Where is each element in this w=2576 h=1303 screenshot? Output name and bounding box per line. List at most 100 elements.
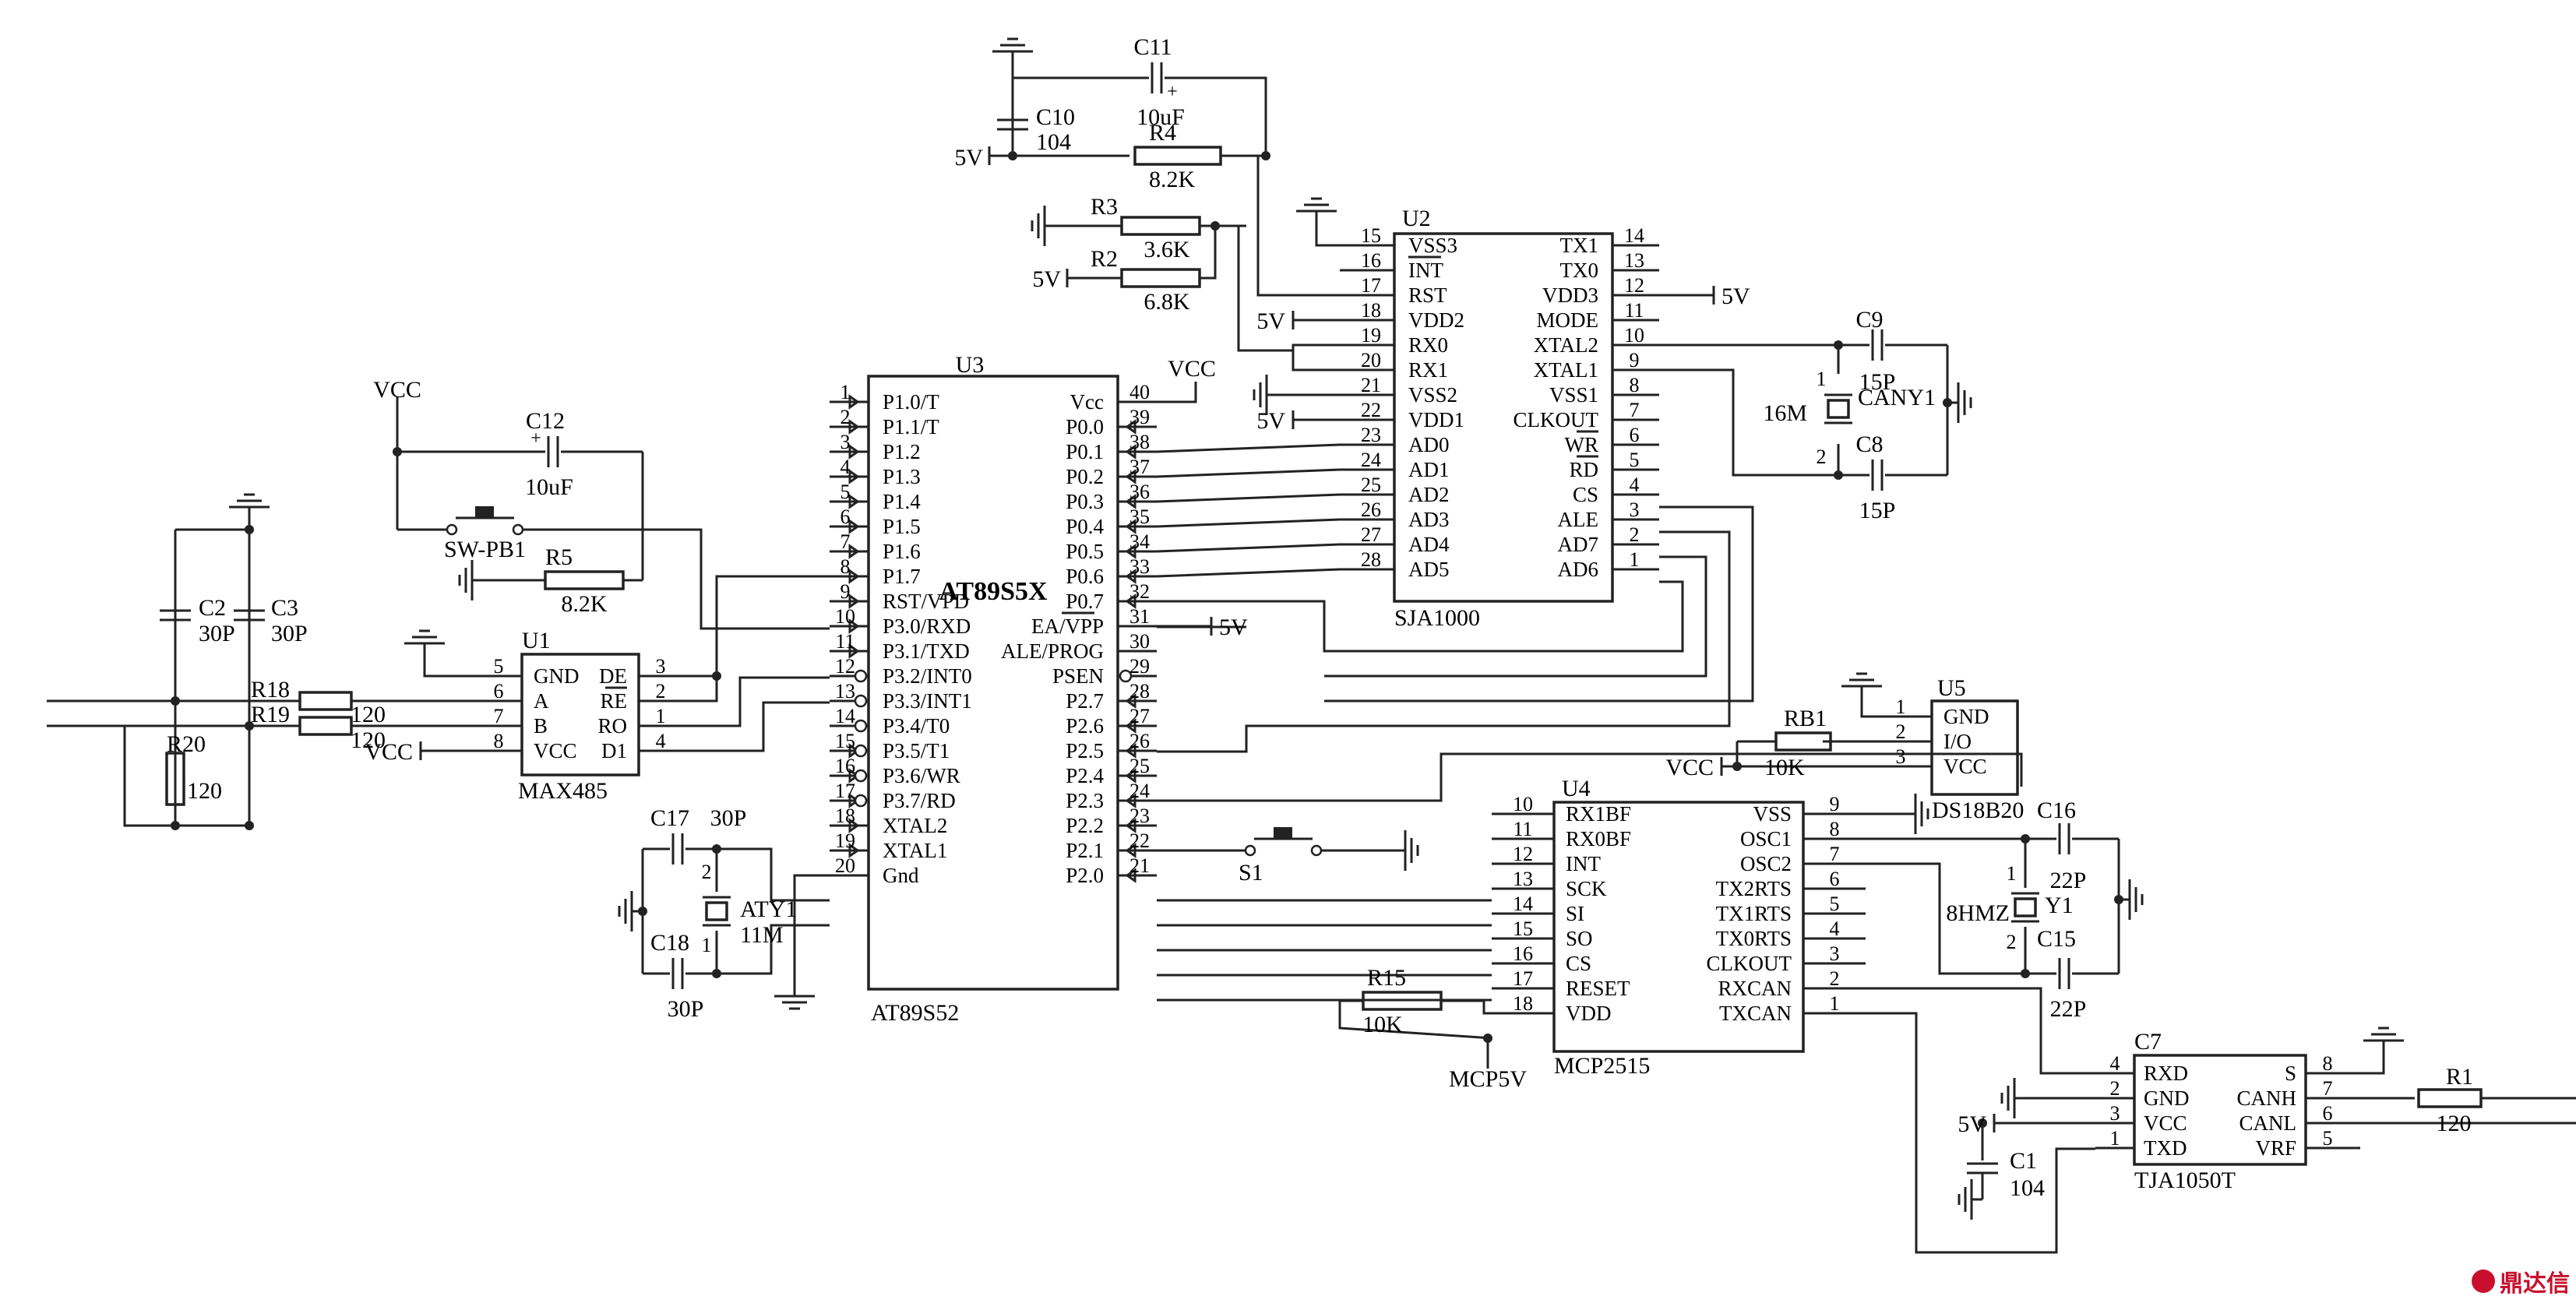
pin-name: AD6 — [1558, 558, 1599, 581]
ic-u1-body — [520, 653, 640, 777]
pin-number: 2 — [2007, 931, 2017, 953]
pin-arrow-icon — [848, 843, 860, 858]
switch-icon — [475, 506, 494, 517]
pin-name: Gnd — [883, 864, 919, 887]
label-c9: C9 — [1855, 307, 1883, 333]
pin-number: 5 — [1830, 893, 1840, 915]
pin-name: P1.2 — [883, 440, 921, 463]
pin-name: P2.5 — [1066, 739, 1104, 762]
pin-number: 6 — [1830, 868, 1840, 890]
pin-name: SCK — [1566, 877, 1607, 900]
r2-wire — [1200, 226, 1217, 280]
ic-ref: U4 — [1562, 776, 1591, 801]
ad-bus-wire — [1156, 493, 1341, 503]
pin-name: CS — [1573, 483, 1598, 506]
di-wire — [685, 701, 830, 752]
gnd-wire — [423, 654, 475, 678]
pin-number: 39 — [1129, 406, 1150, 428]
label-r20-value: 120 — [187, 778, 222, 804]
label-c3-value: 30P — [271, 621, 308, 646]
rst-wire — [522, 528, 830, 630]
pin-name: RO — [597, 714, 627, 738]
pin-name: P2.1 — [1066, 839, 1104, 862]
ic-name: MAX485 — [518, 778, 608, 804]
pin-arrow-icon — [848, 419, 860, 435]
pin-arrow-icon — [1125, 593, 1136, 609]
resistor-icon — [544, 570, 625, 590]
pin-number: 12 — [835, 655, 855, 678]
pin-name: VSS1 — [1549, 383, 1598, 407]
resistor-icon — [165, 752, 185, 806]
pin-bubble-icon — [854, 794, 868, 808]
p27-wire — [1157, 752, 2023, 802]
ic-c7-body — [2133, 1054, 2307, 1166]
label-r15: R15 — [1367, 965, 1406, 991]
pin-number: 22 — [1361, 399, 1381, 421]
pin-name: VSS — [1753, 802, 1792, 826]
pin-name: P2.2 — [1066, 814, 1104, 837]
pin-number: 7 — [2323, 1077, 2333, 1100]
pin-number: 5 — [840, 481, 851, 503]
pin-number: 14 — [1624, 224, 1644, 247]
pin-name: P1.5 — [883, 515, 921, 538]
pin-name: P0.5 — [1066, 540, 1104, 563]
pin-name: RE — [600, 689, 627, 713]
rail-5v-label: 5V — [1721, 283, 1750, 309]
xtal1-wire — [685, 924, 830, 975]
pin-number: 37 — [1129, 456, 1150, 478]
pin-number: 32 — [1129, 580, 1150, 603]
de-wire — [685, 575, 830, 678]
pin-name: GND — [2144, 1086, 2190, 1110]
pin-number: 4 — [2110, 1052, 2120, 1075]
pin-number: 8 — [494, 730, 504, 752]
pin-name: P0.1 — [1066, 440, 1104, 463]
pin-number: 28 — [1129, 680, 1150, 703]
re-wire — [685, 676, 718, 703]
gnd-wire — [1315, 222, 1340, 247]
pin-name: TXD — [2144, 1136, 2187, 1160]
pin-number: 17 — [1361, 274, 1381, 297]
pin-name: AD0 — [1408, 433, 1450, 456]
pin-number: 6 — [2323, 1102, 2333, 1125]
rail-5v-label: 5V — [1958, 1111, 1986, 1137]
c3-wire — [175, 528, 251, 724]
resistor-icon — [1120, 216, 1201, 236]
pin-arrow-icon — [1125, 718, 1136, 734]
pin-number: 8 — [1830, 818, 1840, 840]
pin-name: CANL — [2239, 1111, 2297, 1135]
pin-name: AD3 — [1408, 508, 1450, 531]
pin-name: VCC — [534, 739, 577, 762]
pin-name: RX0BF — [1566, 827, 1631, 850]
label-r19: R19 — [251, 702, 290, 727]
pin-name: P1.4 — [883, 490, 921, 513]
resistor-icon — [298, 691, 353, 711]
pin-arrow-icon — [1125, 469, 1136, 484]
rx-wire — [1292, 343, 1340, 372]
pin-arrow-icon — [848, 569, 860, 584]
pin-name: VDD — [1566, 1002, 1612, 1025]
pin-arrow-icon — [848, 544, 860, 559]
pin-name: P0.2 — [1066, 465, 1104, 488]
pin-number: 11 — [1624, 299, 1644, 322]
junction-dot — [712, 844, 721, 854]
pin-name: SO — [1566, 927, 1593, 950]
junction-dot — [1008, 151, 1017, 160]
pin-number: 14 — [835, 705, 855, 727]
pin-name: OSC1 — [1740, 827, 1792, 850]
pin-arrow-icon — [848, 469, 860, 484]
vcc-wire — [1157, 382, 1197, 403]
pin-number: 27 — [1361, 523, 1381, 546]
pin-name: VRF — [2255, 1136, 2296, 1160]
pin-number: 26 — [1129, 730, 1150, 752]
pin-arrow-icon — [1125, 743, 1136, 759]
pin-number: 20 — [835, 854, 855, 877]
pin-arrow-icon — [848, 593, 860, 609]
pin-number: 5 — [2323, 1127, 2333, 1150]
pin-number: 5 — [494, 655, 504, 678]
pin-name: ALE — [1558, 508, 1598, 531]
pin-name: A — [534, 689, 549, 713]
label-r1: R1 — [2446, 1064, 2473, 1090]
ad-bus-wire — [1156, 543, 1341, 553]
ic-u2-body — [1393, 232, 1614, 603]
